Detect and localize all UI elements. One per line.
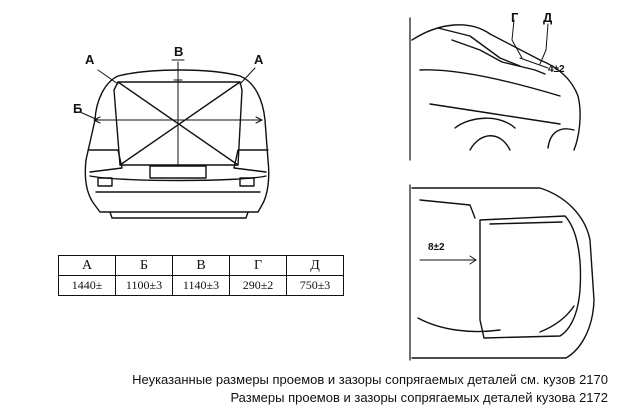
- dimensions-table: А Б В Г Д 1440± 1100±3 1140±3 290±2 750±…: [58, 255, 344, 296]
- table-header-cell: В: [172, 255, 230, 276]
- caption-line-2: Размеры проемов и зазоры сопрягаемых дет…: [230, 390, 608, 405]
- table-value-cell: 290±2: [229, 275, 287, 296]
- label-g: Г: [511, 10, 519, 25]
- caption-line-1: Неуказанные размеры проемов и зазоры соп…: [132, 372, 608, 387]
- table-value-cell: 1140±3: [172, 275, 230, 296]
- table-value-cell: 750±3: [286, 275, 344, 296]
- side-view-drawing: [409, 17, 581, 161]
- table-header-cell: Б: [115, 255, 173, 276]
- label-a-left: А: [85, 52, 95, 67]
- table-header-cell: А: [58, 255, 116, 276]
- rear-view-drawing: [79, 59, 270, 219]
- table-value-row: 1440± 1100±3 1140±3 290±2 750±3: [58, 275, 344, 296]
- table-header-row: А Б В Г Д: [58, 255, 344, 276]
- side-gap-dimension: 4±2: [548, 64, 565, 75]
- top-view-drawing: [409, 184, 595, 361]
- table-value-cell: 1100±3: [115, 275, 173, 296]
- label-v: В: [174, 44, 184, 59]
- label-a-right: А: [254, 52, 264, 67]
- label-b: Б: [73, 101, 83, 116]
- label-d: Д: [543, 10, 553, 25]
- table-header-cell: Д: [286, 255, 344, 276]
- table-value-cell: 1440±: [58, 275, 116, 296]
- top-gap-dimension: 8±2: [428, 242, 445, 253]
- table-header-cell: Г: [229, 255, 287, 276]
